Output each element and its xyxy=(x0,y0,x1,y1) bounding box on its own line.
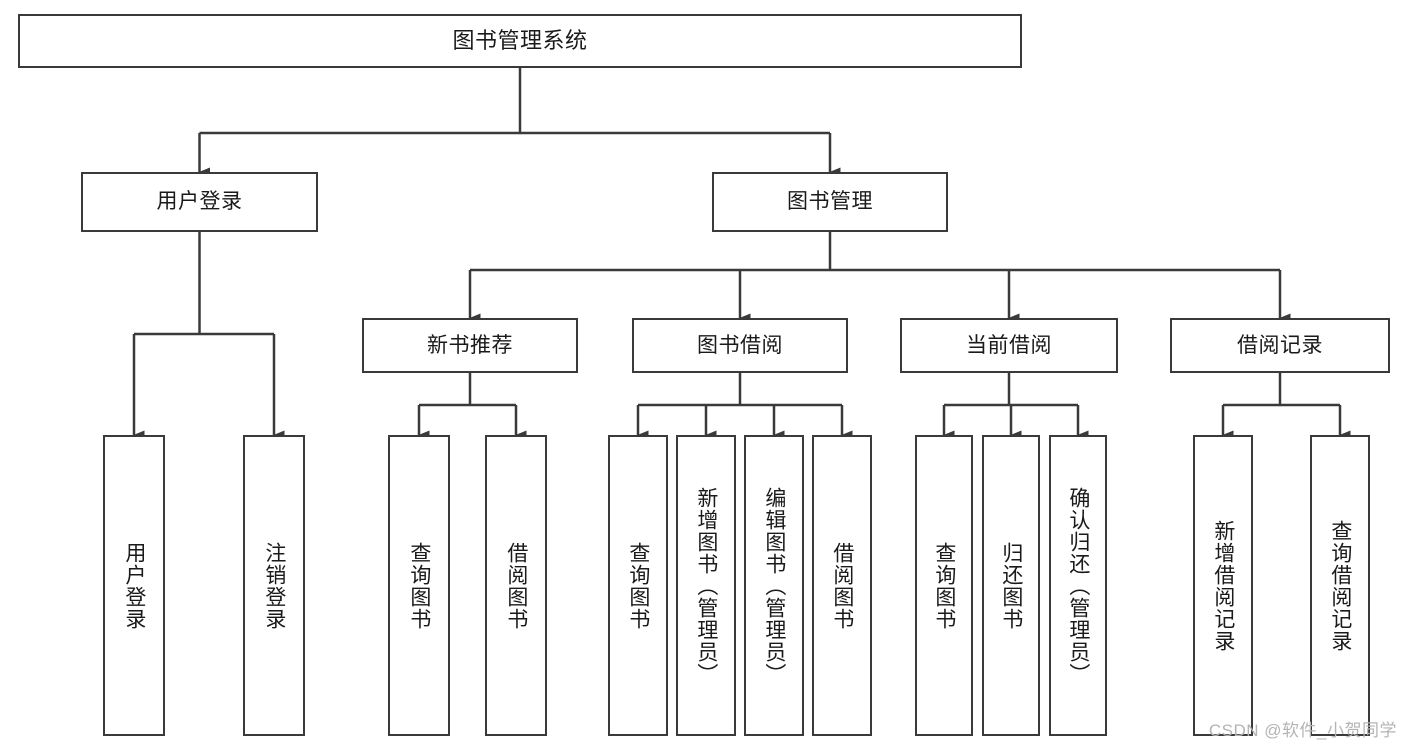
node-box-book-borrow[interactable]: 图书借阅 xyxy=(632,318,848,373)
node-box-root[interactable]: 图书管理系统 xyxy=(18,14,1022,68)
node-label-leaf-query-book-2: 查询图书 xyxy=(626,541,650,630)
watermark-text: CSDN @软件_小贺同学 xyxy=(1208,721,1397,740)
node-label-new-book-rec: 新书推荐 xyxy=(427,333,513,357)
node-label-leaf-query-book-3: 查询图书 xyxy=(932,541,956,630)
node-box-leaf-query-record[interactable]: 查询借阅记录 xyxy=(1310,435,1370,736)
node-box-leaf-confirm-return[interactable]: 确认归还（管理员） xyxy=(1049,435,1107,736)
node-label-leaf-edit-book: 编辑图书（管理员） xyxy=(762,486,786,685)
node-box-leaf-query-book-2[interactable]: 查询图书 xyxy=(608,435,668,736)
node-box-book-manage[interactable]: 图书管理 xyxy=(712,172,948,232)
node-box-user-login[interactable]: 用户登录 xyxy=(81,172,318,232)
node-box-current-borrow[interactable]: 当前借阅 xyxy=(900,318,1118,373)
node-box-new-book-rec[interactable]: 新书推荐 xyxy=(362,318,578,373)
node-box-leaf-borrow-book-1[interactable]: 借阅图书 xyxy=(485,435,547,736)
node-label-leaf-query-book-1: 查询图书 xyxy=(407,541,431,630)
node-label-user-login: 用户登录 xyxy=(156,190,243,214)
node-label-leaf-query-record: 查询借阅记录 xyxy=(1328,519,1352,652)
node-box-leaf-return-book[interactable]: 归还图书 xyxy=(982,435,1040,736)
node-box-leaf-borrow-book-2[interactable]: 借阅图书 xyxy=(812,435,872,736)
node-box-leaf-user-login[interactable]: 用户登录 xyxy=(103,435,165,736)
node-label-leaf-add-record: 新增借阅记录 xyxy=(1211,519,1235,652)
node-label-borrow-record: 借阅记录 xyxy=(1237,333,1323,357)
node-label-leaf-add-book: 新增图书（管理员） xyxy=(694,486,718,685)
node-box-leaf-query-book-3[interactable]: 查询图书 xyxy=(915,435,973,736)
node-label-leaf-logout: 注销登录 xyxy=(262,541,286,630)
node-label-book-borrow: 图书借阅 xyxy=(697,333,783,357)
node-label-current-borrow: 当前借阅 xyxy=(966,333,1052,357)
node-label-leaf-borrow-book-2: 借阅图书 xyxy=(830,541,854,630)
node-label-leaf-user-login: 用户登录 xyxy=(122,541,146,630)
node-label-book-manage: 图书管理 xyxy=(787,190,873,214)
node-box-leaf-add-record[interactable]: 新增借阅记录 xyxy=(1193,435,1253,736)
node-box-borrow-record[interactable]: 借阅记录 xyxy=(1170,318,1390,373)
node-box-leaf-query-book-1[interactable]: 查询图书 xyxy=(388,435,450,736)
node-box-leaf-add-book[interactable]: 新增图书（管理员） xyxy=(676,435,736,736)
node-label-leaf-borrow-book-1: 借阅图书 xyxy=(504,541,528,630)
node-box-leaf-logout[interactable]: 注销登录 xyxy=(243,435,305,736)
node-box-leaf-edit-book[interactable]: 编辑图书（管理员） xyxy=(744,435,804,736)
connector-lines xyxy=(132,68,1351,440)
node-label-root: 图书管理系统 xyxy=(452,27,588,53)
node-label-leaf-return-book: 归还图书 xyxy=(999,541,1023,630)
node-label-leaf-confirm-return: 确认归还（管理员） xyxy=(1066,486,1090,685)
